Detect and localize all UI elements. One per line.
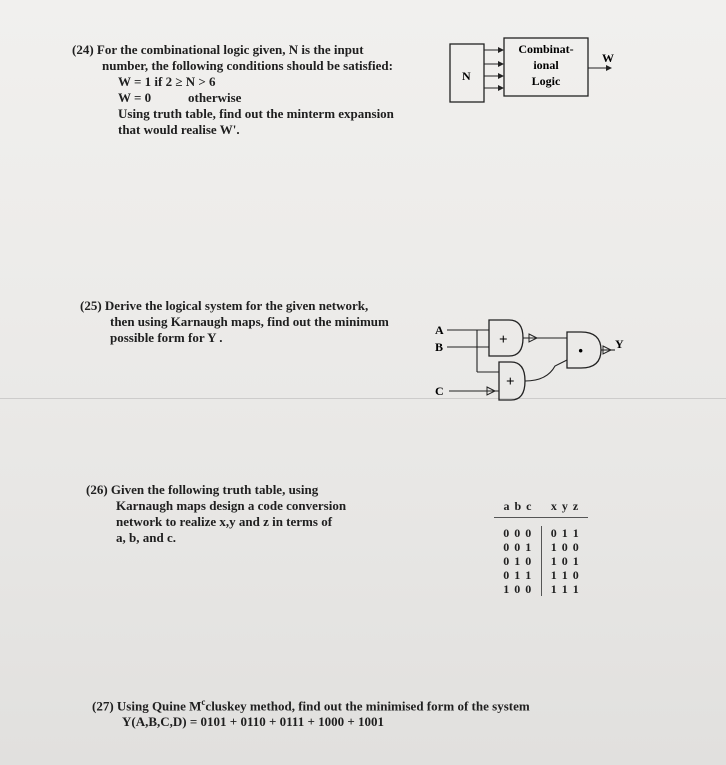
q24-condition-2: W = 0 otherwise (72, 90, 394, 106)
truth-table-header: a b c x y z (494, 494, 588, 518)
q24-block-text-3: Logic (532, 74, 561, 88)
q26-line3: network to realize x,y and z in terms of (116, 514, 333, 529)
outputs-column: 0 1 1 1 0 0 1 0 1 1 1 0 1 1 1 (542, 526, 588, 596)
input-c-label: C (435, 384, 444, 398)
and-gate (566, 331, 602, 369)
q24-block-text-2: ional (533, 58, 559, 72)
or-gate-2-symbol: + (506, 374, 515, 390)
table-cell: 0 0 0 (503, 526, 533, 540)
q24-line1: (24) For the combinational logic given, … (72, 42, 364, 57)
or-gate-1-symbol: + (499, 332, 508, 348)
q27-line1: (27) Using Quine Mccluskey method, find … (92, 694, 530, 714)
q24-line4: that would realise W'. (118, 122, 240, 137)
q24-input-label: N (462, 69, 471, 83)
inputs-column: 0 0 0 0 0 1 0 1 0 0 1 1 1 0 0 (494, 526, 543, 596)
table-cell: 1 1 1 (550, 582, 580, 596)
question-25: (25) Derive the logical system for the g… (80, 298, 389, 346)
q26-line2: Karnaugh maps design a code conversion (116, 498, 347, 513)
q25-logic-network: A B C + + · Y (435, 319, 624, 401)
output-y-label: Y (615, 337, 624, 351)
or-gate-2 (498, 361, 526, 401)
or-gate-1 (488, 319, 524, 357)
and-gate-symbol: · (577, 338, 584, 363)
header-outputs: x y z (550, 499, 580, 513)
q24-output-label: W (602, 51, 614, 65)
question-27: (27) Using Quine Mccluskey method, find … (92, 694, 530, 730)
page-fold-line (0, 398, 726, 399)
q27-superscript: c (201, 697, 206, 707)
table-cell: 0 1 1 (503, 568, 533, 582)
q25-line3: possible form for Y . (110, 330, 223, 345)
table-cell: 1 1 0 (550, 568, 580, 582)
q24-cond2-rhs: otherwise (188, 90, 242, 105)
q24-cond2-lhs: W = 0 (118, 90, 152, 105)
q24-block-text-1: Combinat- (518, 42, 573, 56)
q24-line2: number, the following conditions should … (102, 58, 393, 73)
q27-line1-start: (27) Using Quine M (92, 698, 202, 714)
q26-line1: (26) Given the following truth table, us… (86, 482, 319, 497)
q26-line4: a, b, and c. (116, 530, 176, 545)
truth-table-body: 0 0 0 0 0 1 0 1 0 0 1 1 1 0 0 0 1 1 1 0 … (494, 518, 588, 596)
table-cell: 1 0 1 (550, 554, 580, 568)
table-cell: 0 1 0 (503, 554, 533, 568)
table-cell: 1 0 0 (503, 582, 533, 596)
table-cell: 0 0 1 (503, 540, 533, 554)
table-cell: 0 1 1 (550, 526, 580, 540)
q24-block-diagram: N Combinat- ional Logic W (449, 37, 614, 103)
table-cell: 1 0 0 (550, 540, 580, 554)
q24-condition-1: W = 1 if 2 ≥ N > 6 (118, 74, 216, 89)
q24-line3: Using truth table, find out the minterm … (118, 106, 394, 121)
q27-line1-end: cluskey method, find out the minimised f… (205, 698, 530, 714)
input-a-label: A (435, 323, 444, 337)
question-24: (24) For the combinational logic given, … (72, 42, 394, 138)
truth-table: a b c x y z 0 0 0 0 0 1 0 1 0 0 1 1 1 0 … (494, 494, 588, 596)
q25-line2: then using Karnaugh maps, find out the m… (110, 314, 389, 329)
q25-line1: (25) Derive the logical system for the g… (80, 298, 369, 313)
q27-expression: Y(A,B,C,D) = 0101 + 0110 + 0111 + 1000 +… (122, 714, 385, 730)
input-b-label: B (435, 340, 443, 354)
header-inputs: a b c (503, 499, 533, 513)
question-26: (26) Given the following truth table, us… (86, 482, 346, 546)
